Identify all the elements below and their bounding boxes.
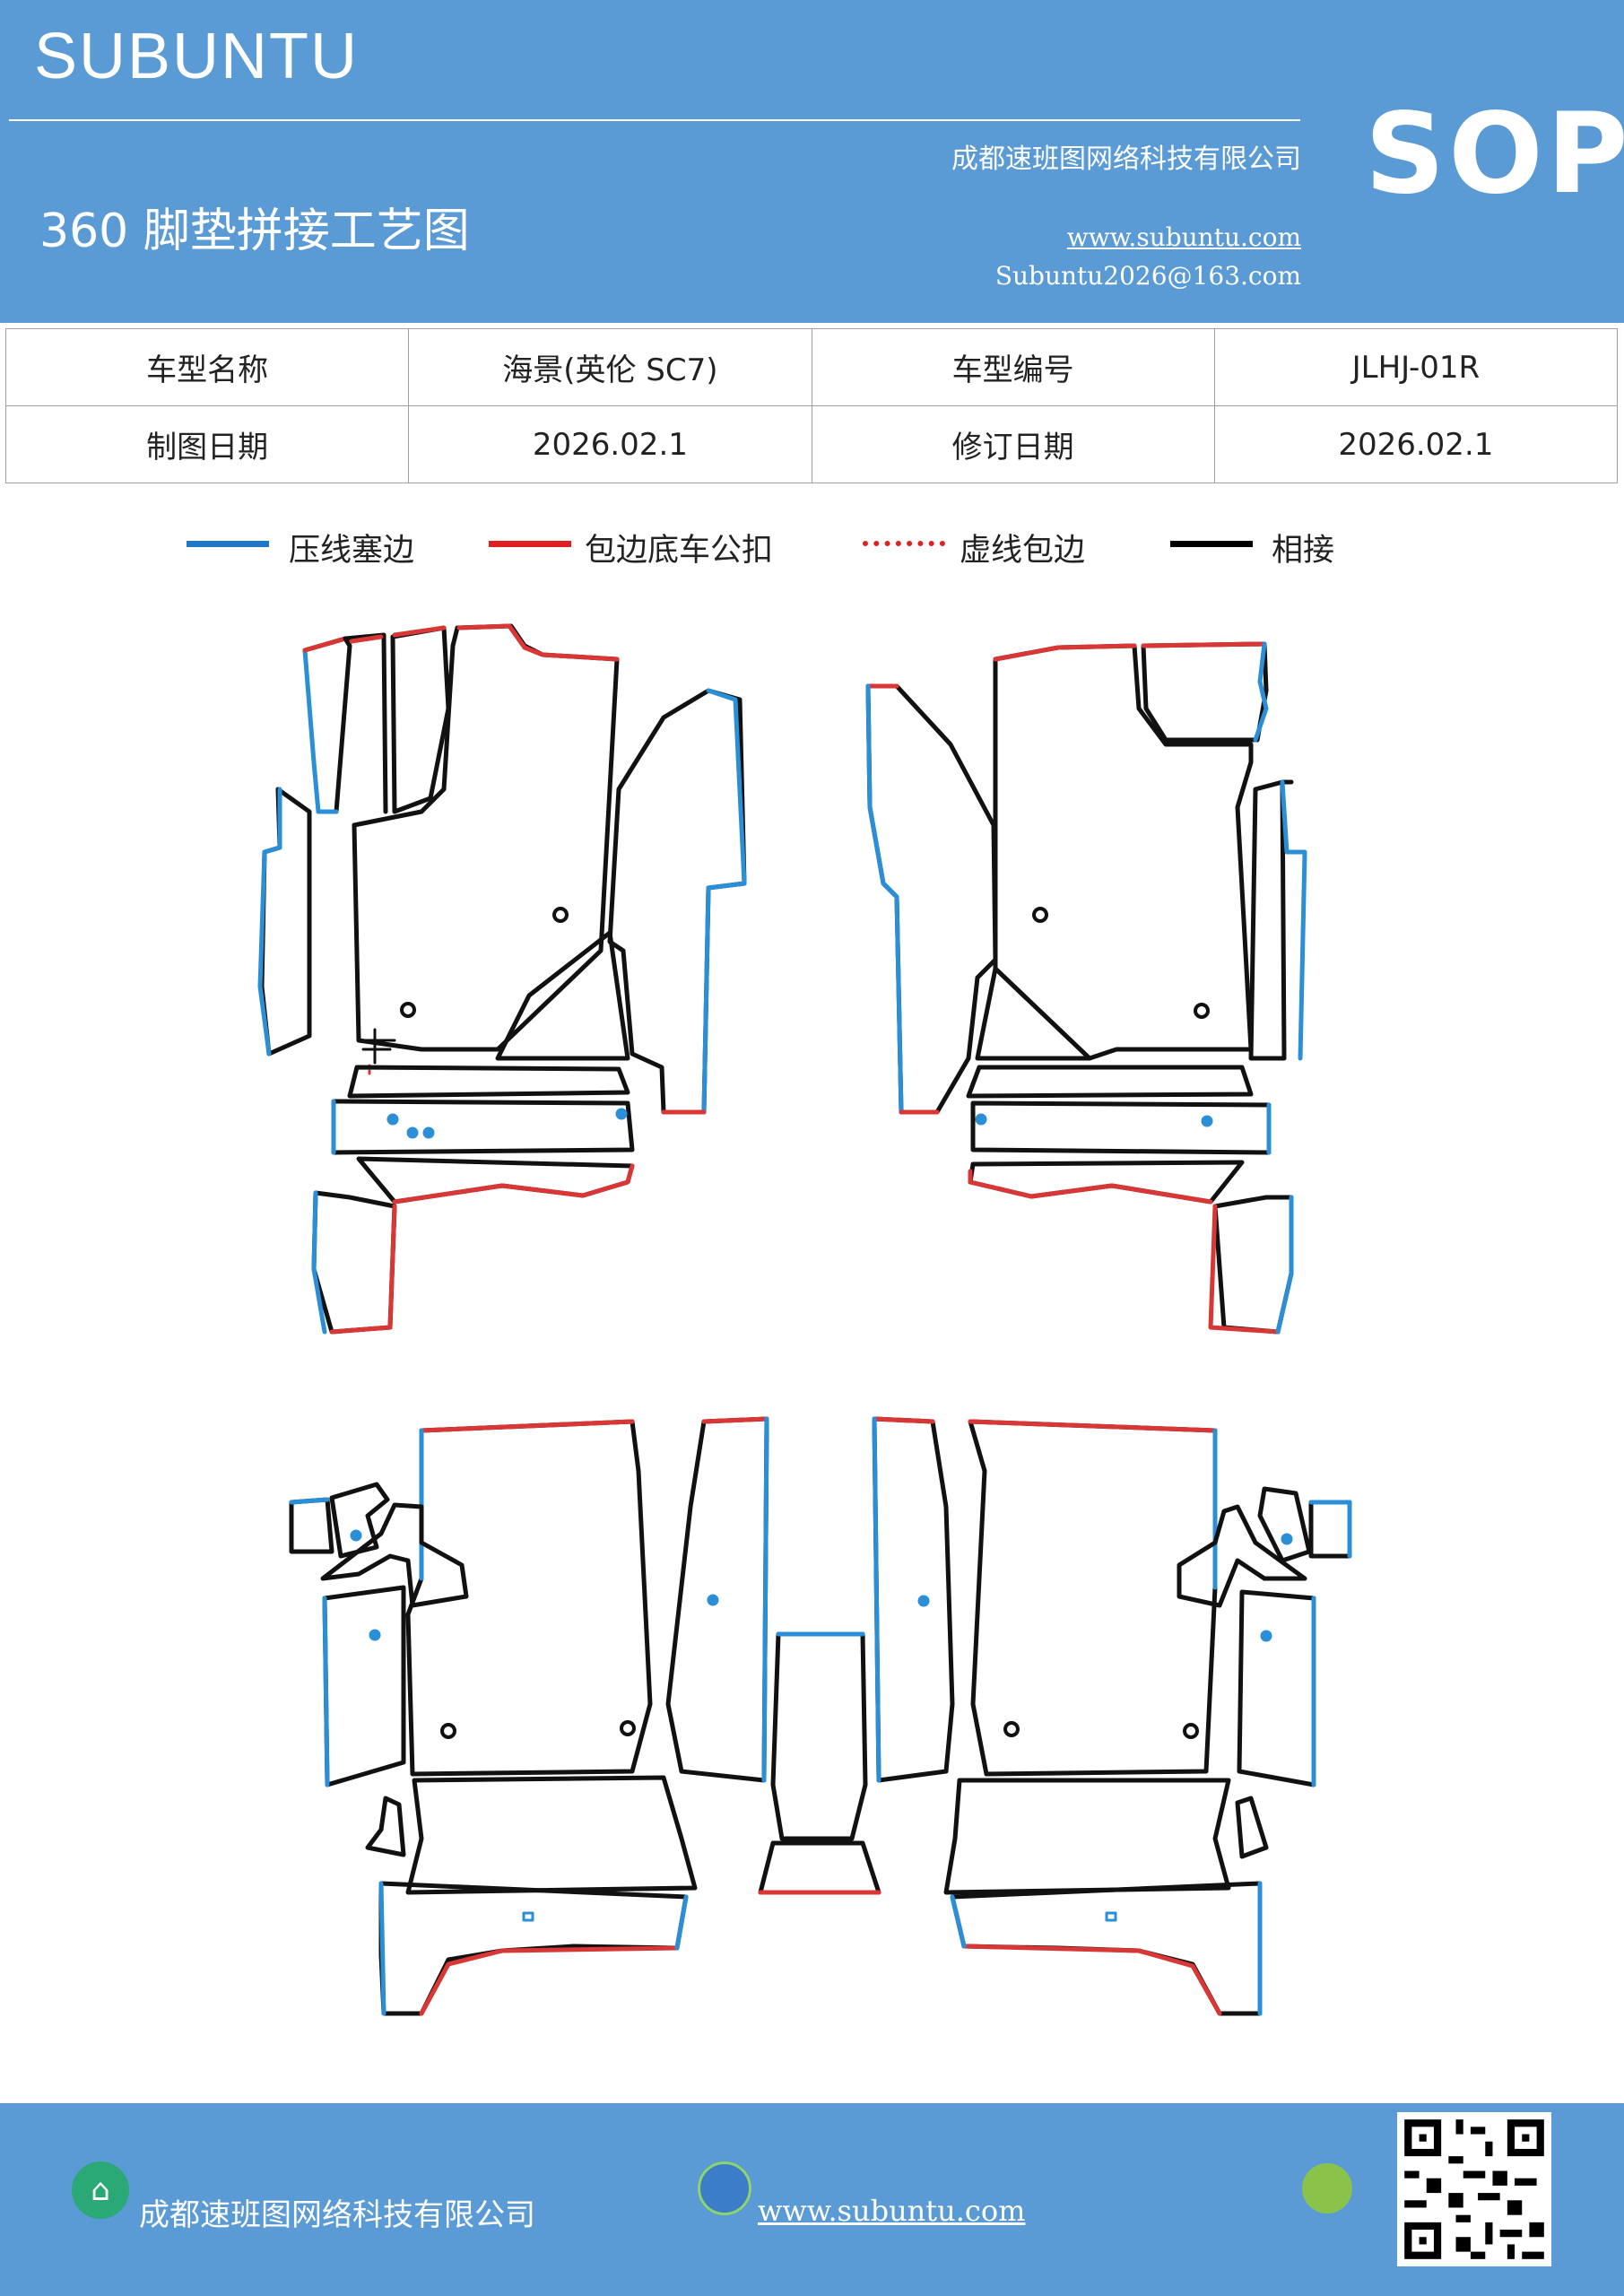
header-website-link[interactable]: www.subuntu.com (1066, 222, 1301, 252)
legend-label-press-line: 压线塞边 (289, 533, 415, 569)
floor-mat-splice-diagram (257, 623, 1352, 2016)
mat-button (369, 1629, 381, 1641)
revise-date-value: 2026.02.1 (1213, 405, 1619, 483)
center-tunnel-group (758, 1631, 881, 1895)
legend-swatch-joint (1170, 541, 1253, 547)
mat-button (1281, 1533, 1293, 1545)
rear-left-mat-group (289, 1416, 769, 2016)
mat-button (422, 1126, 435, 1139)
front-right-mat-group (865, 641, 1307, 1335)
mat-button (707, 1594, 719, 1606)
mat-button (975, 1113, 987, 1126)
footer-website-link[interactable]: www.subuntu.com (758, 2194, 1026, 2228)
contact-icon (1302, 2163, 1352, 2213)
mat-hole (620, 1720, 636, 1736)
line-legend: 压线塞边 包边底车公扣 虚线包边 相接 (0, 525, 1624, 570)
mat-button (615, 1108, 628, 1120)
legend-swatch-press-line (187, 541, 269, 547)
mat-button (386, 1113, 399, 1126)
mat-hole (1194, 1003, 1210, 1019)
mat-hole (440, 1723, 456, 1739)
footer-company-name: 成都速班图网络科技有限公司 (139, 2197, 535, 2233)
front-left-mat-group (257, 623, 747, 1335)
page-title: 360 脚垫拼接工艺图 (39, 204, 470, 258)
mat-hole (552, 907, 569, 923)
footer-banner (0, 2103, 1624, 2296)
mat-hole (1003, 1721, 1020, 1737)
brand-logo-text: SUBUNTU (34, 21, 360, 92)
legend-swatch-dashed-edge (863, 541, 945, 546)
rear-right-mat-group (872, 1416, 1352, 2016)
table-row: 制图日期 2026.02.1 修订日期 2026.02.1 (4, 405, 1619, 483)
globe-icon (698, 2161, 751, 2215)
sop-badge: SOP (1365, 90, 1624, 219)
header-email[interactable]: Subuntu2026@163.com (994, 261, 1301, 291)
table-row: 车型名称 海景(英伦 SC7) 车型编号 JLHJ-01R (4, 328, 1619, 406)
mat-hole (400, 1002, 416, 1018)
legend-swatch-edge-buckle (489, 541, 571, 547)
legend-label-joint: 相接 (1272, 533, 1335, 569)
legend-label-dashed-edge: 虚线包边 (960, 533, 1086, 569)
legend-label-edge-buckle: 包边底车公扣 (585, 533, 774, 569)
draw-date-value: 2026.02.1 (408, 405, 812, 483)
mat-hole (1183, 1723, 1199, 1739)
header-divider (9, 119, 1300, 121)
revise-date-label: 修订日期 (811, 405, 1215, 483)
model-name-value: 海景(英伦 SC7) (408, 328, 812, 406)
mat-button (406, 1126, 419, 1139)
model-name-label: 车型名称 (4, 328, 410, 406)
mat-button (917, 1595, 930, 1607)
vehicle-info-table: 车型名称 海景(英伦 SC7) 车型编号 JLHJ-01R 制图日期 2026.… (4, 328, 1619, 483)
header-banner (0, 0, 1624, 323)
mat-button (1260, 1630, 1272, 1642)
qr-code[interactable] (1397, 2112, 1551, 2266)
model-code-label: 车型编号 (811, 328, 1215, 406)
draw-date-label: 制图日期 (4, 405, 410, 483)
mat-button (350, 1529, 362, 1542)
model-code-value: JLHJ-01R (1213, 328, 1619, 406)
mat-button (1201, 1115, 1213, 1127)
header-company-name: 成都速班图网络科技有限公司 (951, 144, 1301, 175)
mat-hole (1032, 907, 1048, 923)
building-icon: ⌂ (72, 2161, 129, 2219)
